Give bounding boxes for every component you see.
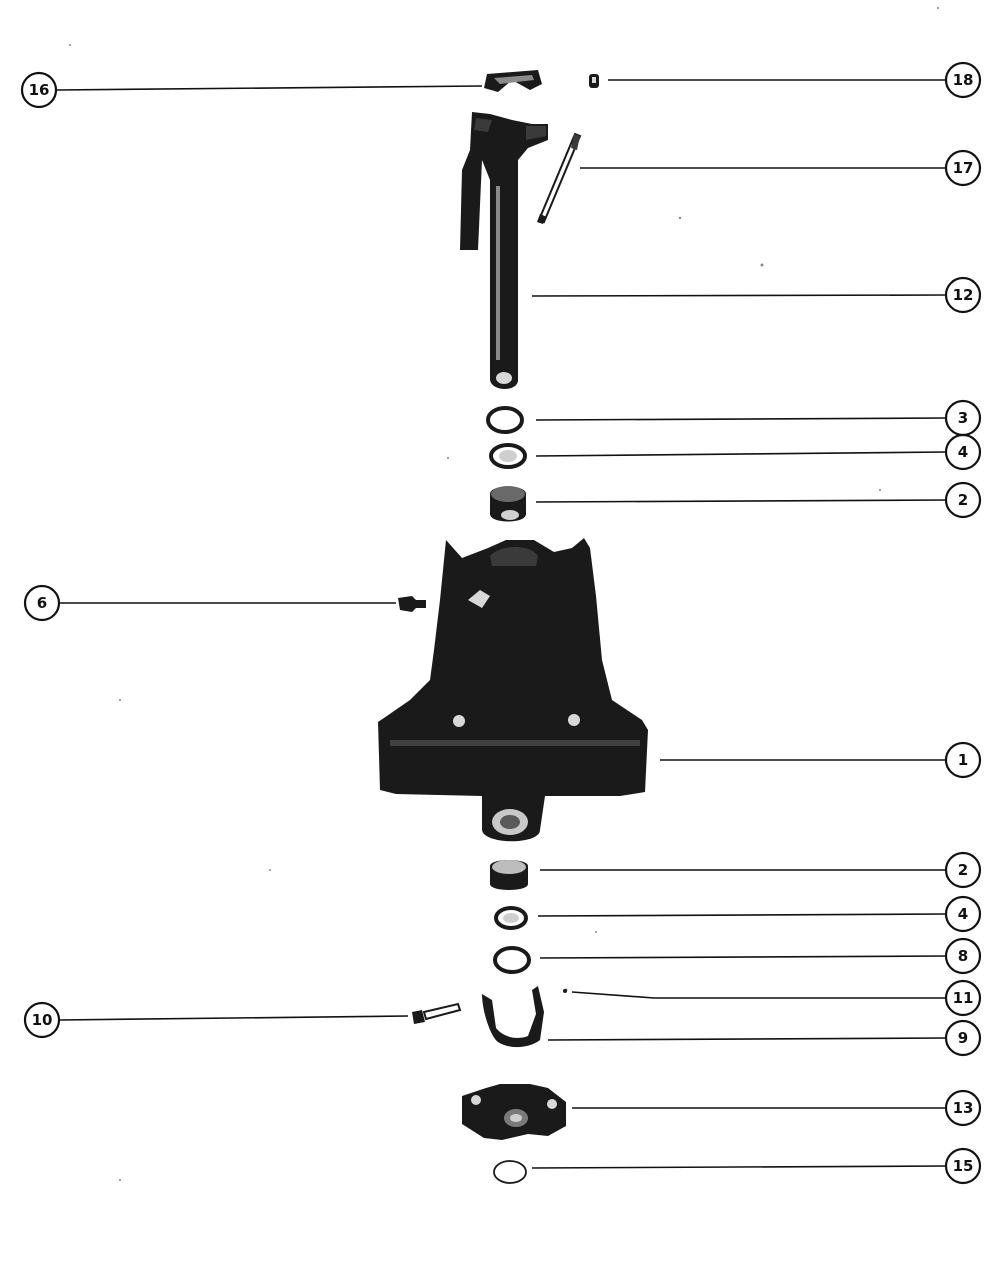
callout-1: 1 (944, 741, 982, 779)
svg-text:12: 12 (953, 286, 974, 304)
svg-text:11: 11 (953, 989, 974, 1007)
callout-2-lower: 2 (944, 851, 982, 889)
callout-8: 8 (944, 937, 982, 975)
svg-text:9: 9 (958, 1029, 968, 1047)
part-16-plate (484, 70, 542, 92)
part-18-nut (589, 74, 599, 88)
svg-text:3: 3 (958, 409, 968, 427)
callout-3: 3 (944, 399, 982, 437)
callout-11: 11 (944, 979, 982, 1017)
callout-4-lower: 4 (944, 895, 982, 933)
part-6-grease-fitting (398, 596, 426, 612)
leader-12 (531, 294, 947, 297)
part-17-pin (537, 132, 582, 224)
svg-text:18: 18 (953, 71, 974, 89)
svg-text:17: 17 (953, 159, 974, 177)
part-13-steering-arm (462, 1084, 566, 1140)
callout-17: 17 (944, 149, 982, 187)
leader-11 (571, 991, 946, 999)
leader-9 (547, 1037, 947, 1041)
callout-15: 15 (944, 1147, 982, 1185)
part-11-small-piece (563, 989, 567, 993)
callout-4-upper: 4 (944, 433, 982, 471)
part-10-bolt (412, 1002, 462, 1024)
callout-6: 6 (23, 584, 61, 622)
svg-text:2: 2 (958, 861, 968, 879)
leader-lines (56, 79, 947, 1169)
leader-8 (539, 955, 947, 959)
leader-4-upper (535, 451, 947, 457)
part-15-o-ring (493, 1160, 527, 1184)
svg-text:2: 2 (958, 491, 968, 509)
part-4-washer-upper (489, 443, 527, 469)
callouts: 16 18 17 12 3 4 2 6 (20, 61, 982, 1185)
svg-text:8: 8 (958, 947, 968, 965)
callout-18: 18 (944, 61, 982, 99)
part-12-swivel-shaft (460, 112, 548, 389)
part-2-bushing-lower (490, 860, 528, 890)
svg-text:4: 4 (958, 443, 968, 461)
leader-10 (59, 1015, 409, 1021)
part-8-ring (493, 946, 531, 974)
callout-2-upper: 2 (944, 481, 982, 519)
callout-12: 12 (944, 276, 982, 314)
part-2-bushing-upper (490, 486, 526, 522)
leader-3 (535, 417, 947, 421)
callout-10: 10 (23, 1001, 61, 1039)
leader-4-lower (537, 913, 947, 917)
svg-text:6: 6 (37, 594, 47, 612)
part-1-swivel-bracket (378, 538, 648, 842)
svg-text:4: 4 (958, 905, 968, 923)
leader-16 (56, 85, 483, 91)
part-9-clamp (482, 986, 544, 1048)
svg-text:10: 10 (32, 1011, 53, 1029)
svg-text:13: 13 (953, 1099, 974, 1117)
leader-2-upper (535, 499, 947, 503)
svg-text:16: 16 (29, 81, 50, 99)
part-3-ring (486, 406, 524, 434)
leader-15 (531, 1165, 947, 1169)
callout-13: 13 (944, 1089, 982, 1127)
svg-text:15: 15 (953, 1157, 974, 1175)
part-4-washer-lower (494, 906, 528, 930)
svg-text:1: 1 (958, 751, 968, 769)
callout-9: 9 (944, 1019, 982, 1057)
callout-16: 16 (20, 71, 58, 109)
